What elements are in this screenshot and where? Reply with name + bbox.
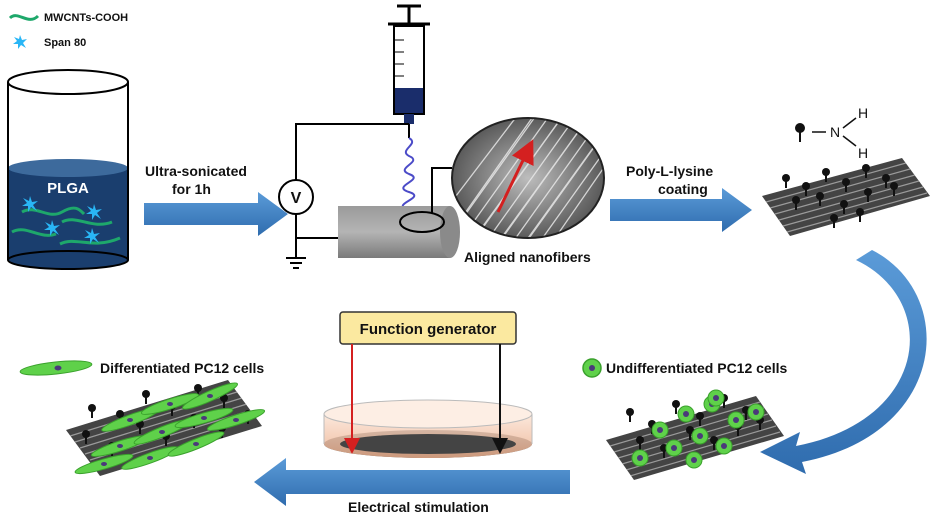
coating-label-line1: Poly-L-lysine (626, 163, 713, 179)
mwcnt-legend-label: MWCNTs-COOH (44, 12, 128, 24)
cell-nucleus (201, 416, 207, 420)
voltmeter-label: V (291, 190, 302, 207)
polymer-jet (401, 137, 416, 211)
cell-nucleus (167, 402, 173, 406)
cell-nucleus (721, 443, 727, 449)
pll-pin-head (710, 436, 718, 444)
pll-pin-head (830, 214, 838, 222)
cell-nucleus (207, 394, 213, 398)
cell-nucleus (147, 456, 153, 460)
cell-nucleus (637, 455, 643, 461)
pll-pin-head (802, 182, 810, 190)
pll-pin-head (782, 174, 790, 182)
undifferentiated-cells (631, 389, 765, 469)
electrical-stimulation-arrow (254, 458, 570, 506)
pll-pin-head (890, 182, 898, 190)
cell-nucleus (159, 430, 165, 434)
differentiated-cells-label: Differentiated PC12 cells (100, 360, 264, 376)
transition-curved-arrow (760, 250, 927, 474)
sem-nanofiber-inset (451, 117, 605, 239)
culture-dish (323, 399, 533, 458)
cell-nucleus (697, 433, 703, 439)
function-generator-label: Function generator (360, 321, 497, 338)
pll-pin-head (864, 188, 872, 196)
coating-arrow (610, 188, 752, 232)
mwcnt-legend-icon (8, 14, 40, 21)
pll-pin-head (142, 390, 150, 398)
pll-legend-icon (795, 123, 805, 142)
ultrasonication-label-line1: Ultra-sonicated (145, 163, 247, 179)
span80-legend-icon (13, 35, 27, 49)
electrical-stimulation-label: Electrical stimulation (348, 499, 489, 515)
pll-pin-head (816, 192, 824, 200)
cell-nucleus (753, 409, 759, 415)
undifferentiated-cell-nucleus-icon (589, 365, 595, 371)
pll-pin-head (842, 178, 850, 186)
cell-nucleus (713, 395, 719, 401)
pll-pin-head (626, 408, 634, 416)
pll-pin-head (194, 384, 202, 392)
pll-pin-head (840, 200, 848, 208)
amine-n-label: N (830, 124, 840, 140)
pll-pin-head (82, 430, 90, 438)
amine-h-top-label: H (858, 105, 868, 121)
ultrasonication-arrow (144, 192, 288, 236)
pll-pin-head (672, 400, 680, 408)
plga-label: PLGA (47, 180, 89, 197)
function-generator-box (339, 311, 517, 345)
pll-pin-head (696, 412, 704, 420)
cell-nucleus (101, 462, 107, 466)
differentiated-cell-legend-icon (19, 360, 93, 376)
cell-nucleus (127, 418, 133, 422)
span80-legend-label: Span 80 (44, 37, 86, 49)
beaker (7, 69, 129, 270)
cell-nucleus (691, 457, 697, 463)
pll-pin-head (862, 164, 870, 172)
pll-pin-head (116, 410, 124, 418)
pll-pins-top (782, 164, 898, 228)
circuit-wires (286, 123, 409, 269)
cell-nucleus (671, 445, 677, 451)
ultrasonication-label-line2: for 1h (172, 181, 211, 197)
cell-nucleus (733, 417, 739, 423)
differentiated-cells (74, 382, 266, 475)
cell-nucleus (657, 427, 663, 433)
amine-bond-bottom (842, 135, 857, 147)
pll-pin-head (822, 168, 830, 176)
pll-pin-head (792, 196, 800, 204)
aligned-nanofibers-label: Aligned nanofibers (464, 249, 591, 265)
cell-nucleus (193, 442, 199, 446)
pll-pin-head (636, 436, 644, 444)
pll-pin-head (856, 208, 864, 216)
undifferentiated-cells-label: Undifferentiated PC12 cells (606, 360, 787, 376)
cell-nucleus (233, 418, 239, 422)
cell-nucleus (683, 411, 689, 417)
pll-pin-head (686, 426, 694, 434)
voltmeter-icon (278, 179, 314, 215)
amine-h-bottom-label: H (858, 145, 868, 161)
rotating-collector (338, 167, 460, 258)
amine-bond-top (842, 117, 857, 129)
cell-nucleus (117, 444, 123, 448)
pll-pin-head (882, 174, 890, 182)
coating-label-line2: coating (658, 181, 708, 197)
pll-pin-head (88, 404, 96, 412)
syringe (388, 4, 430, 138)
pll-coated-scaffold (762, 158, 930, 236)
